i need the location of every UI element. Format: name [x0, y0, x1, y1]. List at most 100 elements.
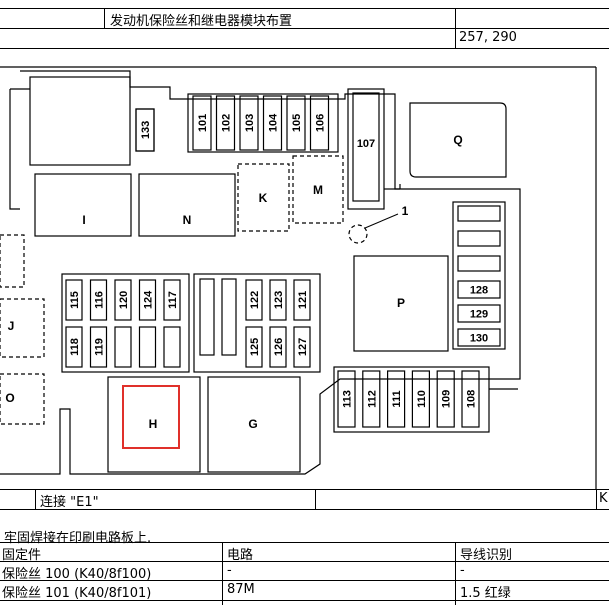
fuse-label-113: 113 [342, 390, 354, 408]
fuse-label-111: 111 [391, 390, 403, 407]
table-row-1-wire: - [460, 563, 465, 578]
header-vline-2 [455, 8, 456, 48]
fuse-slot [269, 279, 287, 321]
fuse-slot [457, 280, 501, 299]
fuse-label-123: 123 [273, 291, 285, 309]
fuse-label-108: 108 [466, 390, 478, 408]
footer-vline-3 [596, 489, 597, 509]
fuse-label-128: 128 [470, 285, 488, 297]
fuse-label-133: 133 [140, 121, 152, 139]
table-row-line-1 [0, 561, 609, 562]
table-header-wire: 导线识别 [460, 548, 513, 563]
table-row-line-2 [0, 580, 609, 581]
header-vline-1 [104, 8, 105, 28]
fuse-slot [457, 304, 501, 323]
fuse-slot [436, 370, 455, 428]
page-title: 发动机保险丝和继电器模块布置 [110, 14, 293, 29]
fuse-slot [309, 95, 330, 151]
fuse-slot [138, 279, 157, 321]
fuse-slot [89, 279, 108, 321]
fuse-label-119: 119 [94, 338, 106, 356]
fuse-label-106: 106 [315, 114, 327, 132]
fuse-slot [114, 279, 132, 321]
fuse-slot [269, 326, 287, 368]
fuse-label-107: 107 [357, 138, 375, 150]
fuse-label-112: 112 [366, 390, 378, 408]
fuse-slot [65, 279, 83, 321]
table-header-part: 固定件 [2, 548, 42, 563]
fuse-slot [286, 95, 306, 151]
fuse-label-110: 110 [416, 390, 428, 408]
fuse-slot [163, 279, 181, 321]
fuse-label-121: 121 [297, 291, 309, 309]
fuse-slot [362, 370, 381, 428]
table-row-2-circuit: 87M [227, 582, 255, 597]
fuse-slot [337, 370, 356, 428]
fuse-label-117: 117 [167, 291, 179, 309]
fuse-label-120: 120 [118, 291, 130, 309]
fuse-label-129: 129 [470, 309, 488, 321]
fuse-label-115: 115 [69, 291, 81, 309]
fuse-slot [245, 279, 263, 321]
fuse-label-122: 122 [249, 291, 261, 309]
relay-o-label: O [5, 391, 14, 405]
fuse-slot [138, 326, 157, 368]
fuse-label-102: 102 [221, 114, 233, 132]
fuse-slot [411, 370, 430, 428]
fuse-label-126: 126 [273, 338, 285, 356]
relay-q-label: Q [453, 133, 462, 147]
header-bottom-border [0, 48, 609, 49]
fuse-slot [192, 95, 212, 151]
relay-g-label: G [248, 417, 257, 431]
fuse-slot [457, 328, 501, 347]
fuse-slot [114, 326, 132, 368]
footer-bottom-border [0, 509, 609, 510]
footer-vline-1 [35, 489, 36, 509]
relay-n-label: N [183, 213, 192, 227]
fuse-label-125: 125 [249, 338, 261, 356]
coords-label: 257, 290 [459, 30, 517, 45]
table-row-1-circuit: - [227, 563, 232, 578]
table-vline-1 [222, 542, 223, 605]
table-header-circuit: 电路 [227, 548, 254, 563]
table-vline-2 [455, 542, 456, 605]
fuse-label-101: 101 [197, 114, 209, 132]
table-row-2-part: 保险丝 101 (K40/8f101) [2, 586, 152, 601]
table-row-1-part: 保险丝 100 (K40/8f100) [2, 567, 152, 582]
footer-vline-2 [315, 489, 316, 509]
fuse-label-118: 118 [69, 338, 81, 356]
fuse-label-127: 127 [297, 338, 309, 356]
table-row-line-3 [0, 600, 609, 601]
table-row-2-wire: 1.5 红绿 [460, 586, 511, 601]
fuse-label-130: 130 [470, 333, 488, 345]
connection-label: 连接 "E1" [40, 495, 99, 510]
header-divider [0, 28, 609, 29]
fuse-slot [239, 95, 259, 151]
relay-h-label: H [149, 417, 158, 431]
connection-right-letter: K [599, 491, 608, 506]
table-top-border [0, 542, 609, 543]
fuse-slot [387, 370, 406, 428]
fuse-label-124: 124 [143, 290, 155, 309]
fuse-slot [245, 326, 263, 368]
footer-top-border [0, 489, 609, 490]
fuse-slot [293, 279, 311, 321]
relay-m-label: M [313, 183, 323, 197]
fuse-label-104: 104 [268, 113, 280, 132]
fuse-slot [262, 95, 283, 151]
relay-k-label: K [259, 191, 268, 205]
fuse-slot [135, 108, 155, 152]
relay-p-label: P [397, 296, 405, 310]
fuse-label-116: 116 [94, 291, 106, 309]
fuse-slot [163, 326, 181, 368]
fuse-slot [89, 326, 108, 368]
fuse-label-103: 103 [244, 114, 256, 132]
header-top-border [0, 8, 609, 9]
fuse-slot [461, 370, 480, 428]
relay-j-label: J [8, 319, 15, 333]
fuse-slot [293, 326, 311, 368]
fuse-slot [65, 326, 83, 368]
fuse-label-109: 109 [441, 390, 453, 408]
fuse-slot [215, 95, 236, 151]
